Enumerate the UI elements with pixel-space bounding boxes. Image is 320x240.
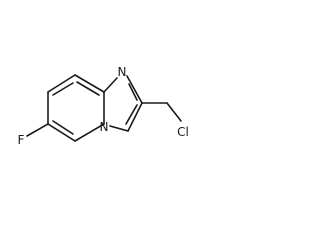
- double-bond-n1-c2: [128, 83, 138, 101]
- atom-label-cl: Cl: [177, 125, 189, 139]
- bond-c3-n4: [109, 125, 129, 132]
- double-bond-c2-c3: [125, 104, 138, 125]
- atom-label-f: F: [18, 133, 25, 147]
- bond-ch2-cl: [166, 102, 182, 122]
- bond-n1-c2: [126, 75, 143, 104]
- bond-c5-c6: [47, 123, 76, 142]
- bond-c7-c8: [47, 74, 76, 93]
- atom-label-n1: N: [118, 65, 127, 79]
- double-bond-c7-c8: [52, 82, 74, 96]
- chemical-structure-diagram: N N F Cl: [18, 65, 189, 147]
- bond-c6-f: [26, 123, 49, 137]
- bond-n4-c5: [74, 123, 105, 142]
- double-bond-c5-c6: [52, 120, 74, 135]
- double-bond-c8-c8a: [76, 81, 100, 96]
- bond-c8a-n1: [103, 77, 118, 93]
- bond-c2-c3: [127, 102, 143, 132]
- bond-c8-c8a: [74, 74, 105, 93]
- atom-label-n4: N: [100, 120, 109, 134]
